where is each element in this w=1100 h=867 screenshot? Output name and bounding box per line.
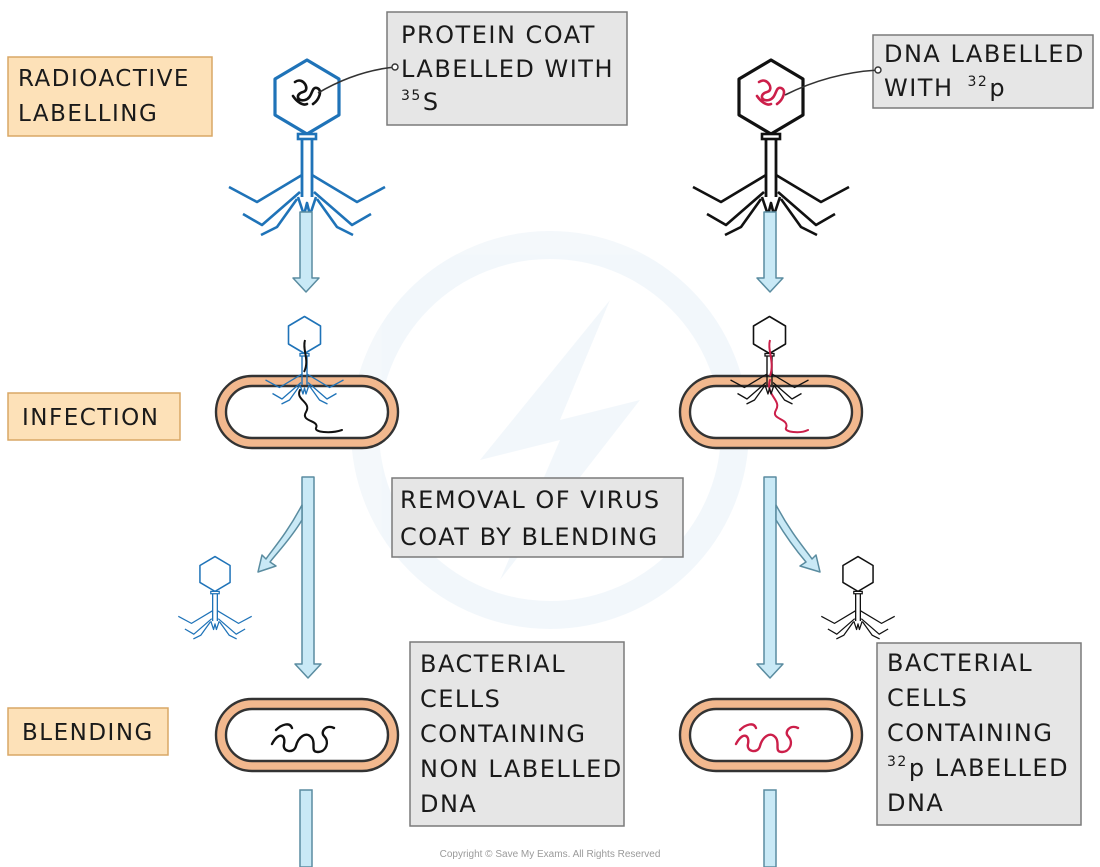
callout-bacteria-right-line4-rest: p LABELLED <box>909 754 1069 782</box>
phage-attached-right <box>729 315 810 405</box>
stage-box-blending: BLENDING <box>7 707 169 756</box>
curved-arrow-right <box>775 504 821 573</box>
down-arrow-right-3 <box>763 789 777 867</box>
callout-removal-line2: COAT BY BLENDING <box>400 523 659 551</box>
isotope-superscript-32: 32 <box>968 74 989 90</box>
callout-removal: REMOVAL OF VIRUS COAT BY BLENDING <box>391 477 684 558</box>
callout-bacteria-left-line2: CELLS <box>420 685 501 713</box>
callout-bacteria-right-line3: CONTAINING <box>887 719 1053 747</box>
callout-bacteria-left-line3: CONTAINING <box>420 720 586 748</box>
phage-sulfur-labelled <box>227 58 387 237</box>
callout-dna-labelled-line2: WITH 32p <box>884 74 1006 102</box>
curved-arrow-left <box>257 504 303 573</box>
isotope-symbol-s: S <box>423 88 440 116</box>
stage-label-line1: RADIOACTIVE <box>18 66 190 92</box>
down-arrow-right-2 <box>756 476 784 679</box>
callout-bacteria-left-line1: BACTERIAL <box>420 650 566 678</box>
copyright-text: Copyright © Save My Exams. All Rights Re… <box>440 849 661 860</box>
down-arrow-left-2 <box>294 476 322 679</box>
callout-dna-with: WITH <box>884 74 954 102</box>
callout-removal-line1: REMOVAL OF VIRUS <box>400 486 661 514</box>
bacterial-cell-infection-right <box>678 374 864 450</box>
callout-dna-labelled-line1: DNA LABELLED <box>884 40 1085 68</box>
isotope-superscript-32-right: 32 <box>887 754 908 770</box>
callout-protein-coat-line2: LABELLED WITH <box>401 55 614 83</box>
stage-label-infection: INFECTION <box>22 405 159 431</box>
isotope-symbol-p: p <box>989 74 1006 102</box>
callout-bacteria-right: BACTERIAL CELLS CONTAINING 32p LABELLED … <box>876 642 1082 826</box>
callout-protein-coat-line1: PROTEIN COAT <box>401 21 596 49</box>
phage-phosphorus-labelled <box>691 58 851 237</box>
callout-protein-coat: PROTEIN COAT LABELLED WITH 35S <box>386 11 628 126</box>
bacterial-cell-infection-left <box>214 374 400 450</box>
callout-dna-labelled: DNA LABELLED WITH 32p <box>872 34 1094 109</box>
down-arrow-left-3 <box>299 789 313 867</box>
callout-bacteria-right-line1: BACTERIAL <box>887 649 1033 677</box>
callout-bacteria-left-line5: DNA <box>420 790 477 818</box>
isotope-superscript-35: 35 <box>401 88 422 104</box>
callout-bacteria-left: BACTERIAL CELLS CONTAINING NON LABELLED … <box>409 641 625 827</box>
detached-phage-coat-right <box>820 555 896 640</box>
bacterial-cell-blending-right <box>678 697 864 773</box>
stage-label-line2: LABELLING <box>18 101 158 127</box>
down-arrow-left-1 <box>292 211 320 293</box>
watermark-logo <box>351 231 749 629</box>
leader-line-dna-labelled <box>784 66 882 96</box>
callout-bacteria-left-line4: NON LABELLED <box>420 755 623 783</box>
stage-box-radioactive-labelling: RADIOACTIVE LABELLING <box>7 56 213 137</box>
callout-protein-coat-isotope: 35S <box>401 88 440 116</box>
callout-bacteria-right-line4: 32p LABELLED <box>887 754 1069 782</box>
stage-box-infection: INFECTION <box>7 392 181 441</box>
leader-line-protein-coat <box>317 63 399 94</box>
stage-label-blending: BLENDING <box>22 720 154 746</box>
callout-bacteria-right-line5: DNA <box>887 789 944 817</box>
callout-bacteria-right-line2: CELLS <box>887 684 968 712</box>
detached-phage-coat-left <box>177 555 253 640</box>
phage-attached-left <box>264 315 345 405</box>
bacterial-cell-blending-left <box>214 697 400 773</box>
down-arrow-right-1 <box>756 211 784 293</box>
